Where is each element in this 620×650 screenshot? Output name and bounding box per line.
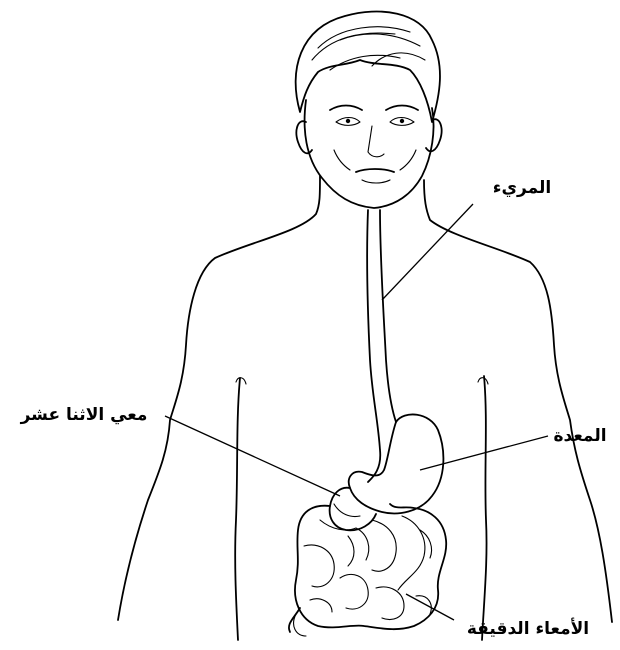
- nose: [368, 126, 384, 157]
- mouth: [356, 169, 394, 172]
- right-eyebrow: [386, 106, 418, 111]
- duodenum-label: معي الاثنا عشر: [20, 405, 148, 425]
- small-intestine-label: الأمعاء الدقيقة: [467, 618, 589, 639]
- head: [296, 100, 441, 208]
- stomach-label: المعدة: [553, 426, 606, 446]
- stomach-leader: [420, 436, 548, 470]
- left-eyebrow: [330, 106, 362, 111]
- duodenum-leader: [165, 416, 340, 496]
- esophagus-leader: [382, 204, 473, 300]
- stomach: [349, 414, 444, 513]
- leader-lines: [165, 204, 548, 620]
- hair: [296, 11, 440, 122]
- esophagus-label: المريء: [493, 178, 551, 198]
- body-outline: [118, 176, 612, 640]
